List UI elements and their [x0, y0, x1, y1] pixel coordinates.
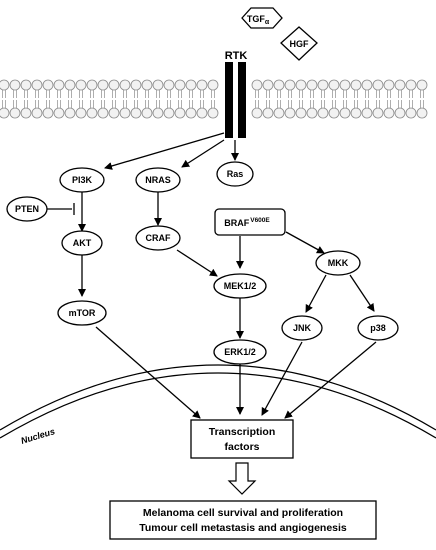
- node-ras: Ras: [216, 161, 254, 187]
- node-craf: CRAF: [135, 225, 181, 251]
- pten-inhibition: [47, 203, 75, 215]
- transcription-line2: factors: [224, 441, 259, 453]
- node-mtor: mTOR: [57, 300, 107, 326]
- rtk-receptor: [225, 62, 246, 138]
- nuclear-envelope: [0, 364, 436, 439]
- svg-text:PI3K: PI3K: [72, 175, 93, 185]
- outcome-line1: Melanoma cell survival and proliferation: [143, 507, 343, 519]
- hgf-ligand: HGF: [280, 26, 318, 61]
- node-akt: AKT: [61, 230, 103, 256]
- outcome-line2: Tumour cell metastasis and angiogenesis: [139, 522, 347, 534]
- svg-text:NRAS: NRAS: [145, 175, 171, 185]
- node-nras: NRAS: [135, 167, 181, 193]
- svg-text:p38: p38: [370, 323, 386, 333]
- node-mkk: MKK: [315, 250, 361, 276]
- svg-text:Ras: Ras: [227, 169, 244, 179]
- tgf-subscript: α: [265, 19, 270, 26]
- node-mek: MEK1/2: [213, 273, 267, 299]
- outcome-arrow: [227, 462, 257, 495]
- svg-text:JNK: JNK: [293, 323, 312, 333]
- transcription-line1: Transcription: [209, 426, 276, 438]
- transcription-factors-box: Transcription factors: [190, 419, 294, 459]
- svg-text:PTEN: PTEN: [15, 204, 39, 214]
- outcome-box: Melanoma cell survival and proliferation…: [109, 500, 377, 540]
- hgf-label: HGF: [290, 39, 310, 49]
- tgf-alpha-ligand: TGFα: [241, 7, 283, 29]
- svg-text:MEK1/2: MEK1/2: [224, 281, 257, 291]
- braf-superscript: V600E: [250, 217, 270, 224]
- braf-label: BRAF: [224, 218, 249, 228]
- node-jnk: JNK: [281, 315, 323, 341]
- node-p38: p38: [357, 315, 399, 341]
- svg-text:MKK: MKK: [328, 258, 349, 268]
- rtk-label: RTK: [225, 50, 248, 62]
- node-braf-v600e: BRAFV600E: [214, 208, 286, 236]
- node-erk: ERK1/2: [213, 339, 267, 365]
- svg-text:mTOR: mTOR: [69, 308, 96, 318]
- svg-text:BRAFV600E: BRAFV600E: [224, 217, 270, 228]
- svg-text:AKT: AKT: [73, 238, 92, 248]
- svg-text:CRAF: CRAF: [146, 233, 171, 243]
- tgf-label: TGF: [247, 14, 265, 24]
- svg-text:TGFα: TGFα: [247, 14, 270, 26]
- svg-text:ERK1/2: ERK1/2: [224, 347, 256, 357]
- nucleus-label: Nucleus: [20, 426, 56, 446]
- node-pi3k: PI3K: [59, 167, 105, 193]
- cell-membrane: [0, 79, 428, 119]
- node-pten: PTEN: [6, 196, 48, 222]
